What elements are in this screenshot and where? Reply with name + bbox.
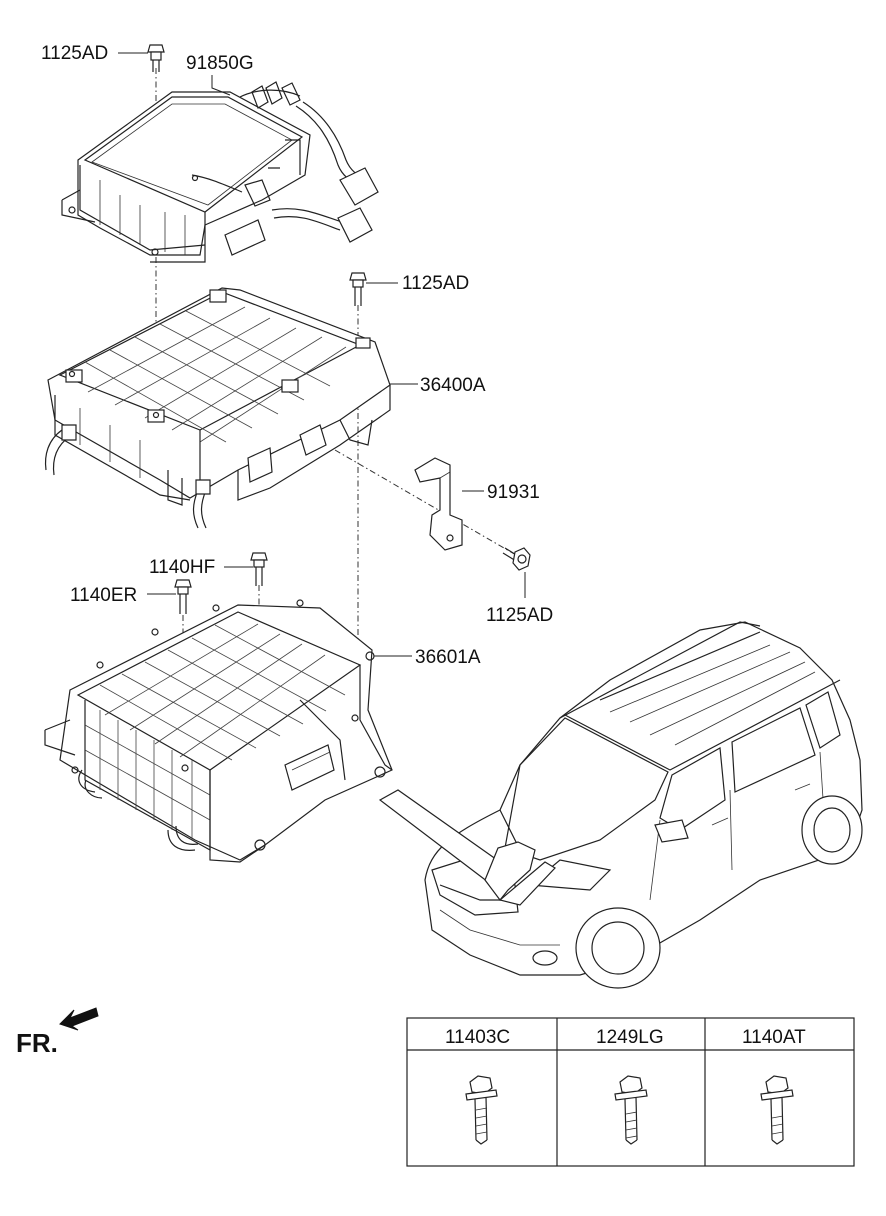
label-1125ad-bracket: 1125AD (486, 605, 553, 626)
label-36601a: 36601A (415, 647, 481, 668)
inverter-36400a[interactable] (44, 287, 391, 529)
bolt-1125ad-bracket[interactable] (502, 547, 531, 571)
label-91931: 91931 (487, 482, 540, 503)
bolt-1125ad-upper-right[interactable] (349, 272, 367, 306)
label-36400a: 36400A (420, 375, 486, 396)
table-header-1249lg: 1249LG (596, 1027, 664, 1048)
label-1125ad-upper-right: 1125AD (402, 273, 469, 294)
parts-table: 11403C 1249LG 1140AT (406, 1017, 855, 1167)
part-labels: 1125AD 91850G 1125AD 36400A 91931 1125AD… (41, 43, 553, 668)
bolt-1140hf[interactable] (250, 552, 268, 586)
table-header-1140at: 1140AT (742, 1027, 806, 1048)
label-1140er: 1140ER (70, 585, 137, 606)
bolt-1140er[interactable] (174, 579, 192, 614)
vehicle-illustration (378, 621, 863, 989)
bracket-91931[interactable] (414, 457, 463, 551)
fr-arrow-icon (59, 1007, 99, 1031)
leader-lines (118, 52, 526, 657)
table-header-11403c: 11403C (445, 1027, 510, 1048)
label-91850g: 91850G (186, 53, 254, 74)
bolt-1249lg-icon (614, 1075, 648, 1145)
front-direction-marker: FR. (16, 1007, 99, 1058)
bolt-1140at-icon (760, 1075, 794, 1145)
bolt-1125ad-top[interactable] (147, 44, 165, 72)
label-1140hf: 1140HF (149, 557, 215, 578)
bolt-11403c-icon (465, 1075, 498, 1145)
controller-91850g[interactable] (61, 81, 379, 263)
label-1125ad-top: 1125AD (41, 43, 108, 64)
base-housing-36601a[interactable] (44, 599, 393, 863)
fr-label: FR. (16, 1028, 58, 1058)
